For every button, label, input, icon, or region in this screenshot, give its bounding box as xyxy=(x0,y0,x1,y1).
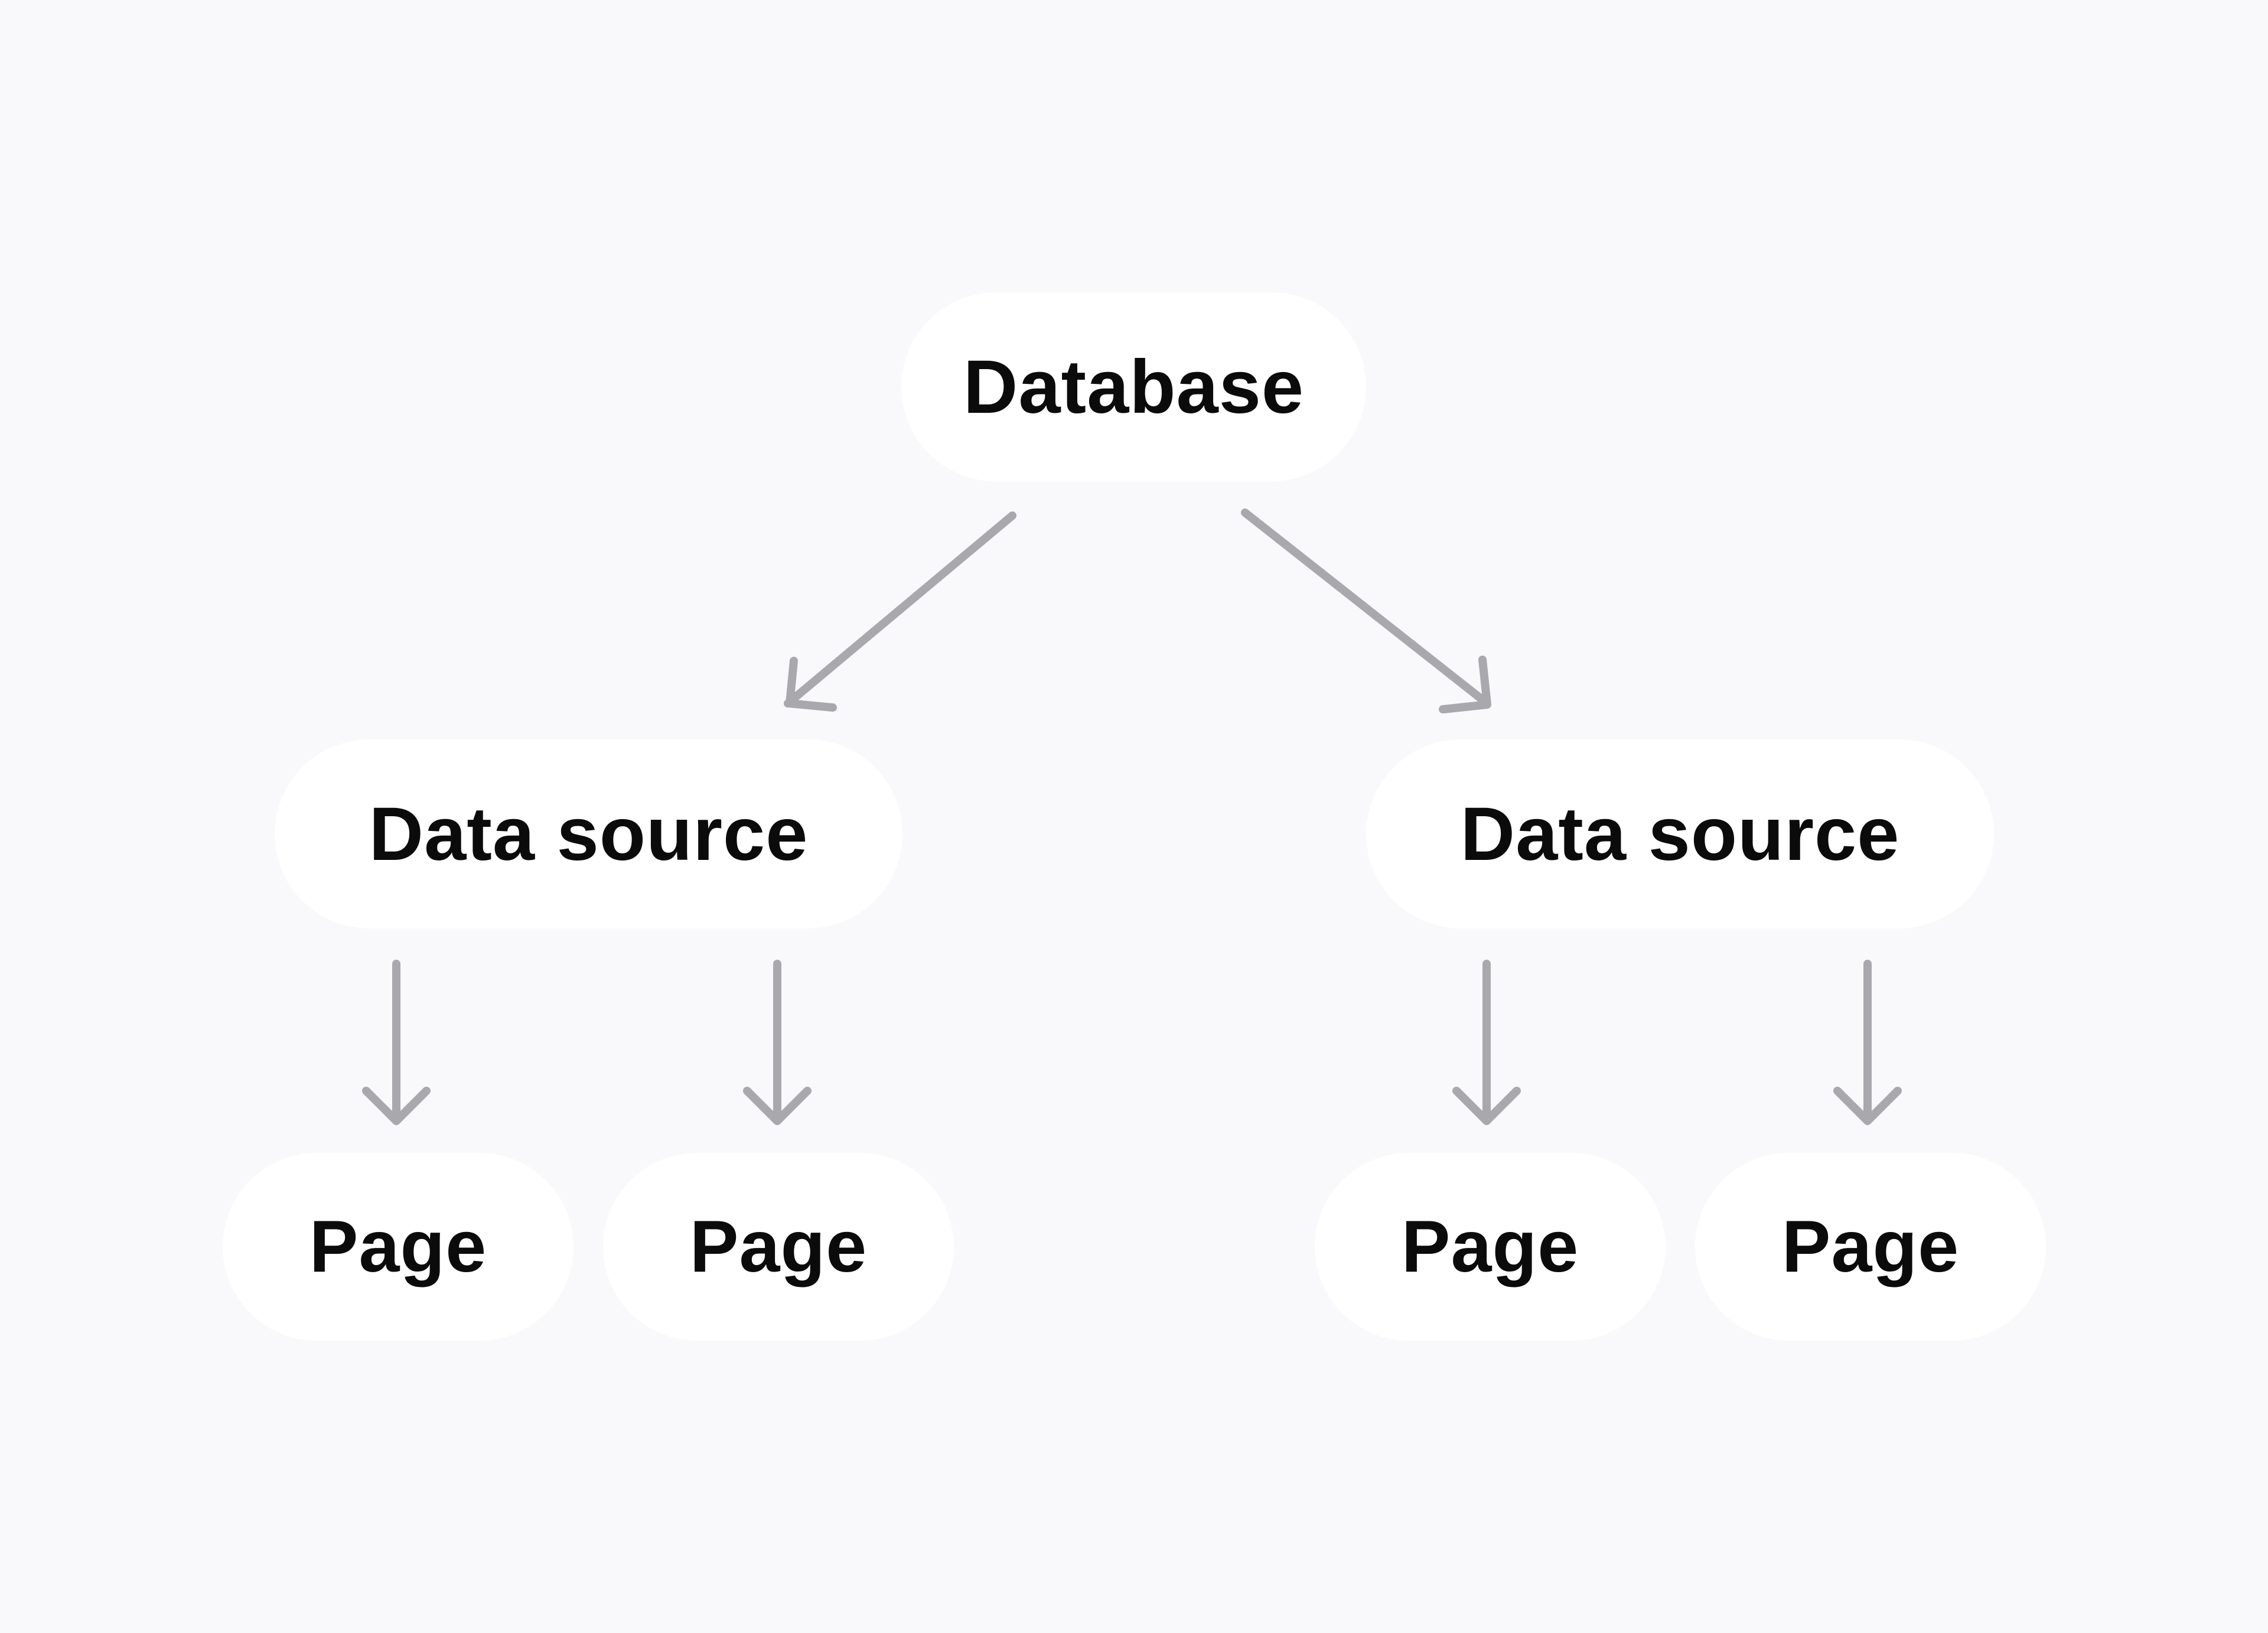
database-node: Database xyxy=(901,292,1366,481)
arrow-database-to-data-source-left xyxy=(784,511,1016,712)
arrow-data-source-right-to-page-3 xyxy=(1452,960,1521,1125)
page-node: Page xyxy=(223,1153,573,1341)
page-node: Page xyxy=(1695,1153,2046,1341)
arrow-data-source-left-to-page-2 xyxy=(743,960,812,1125)
page-node: Page xyxy=(1315,1153,1666,1341)
arrow-database-to-data-source-right xyxy=(1241,509,1491,713)
arrow-data-source-left-to-page-1 xyxy=(362,960,431,1125)
data-source-node-right: Data source xyxy=(1366,739,1994,928)
page-node: Page xyxy=(603,1153,954,1341)
arrow-data-source-right-to-page-4 xyxy=(1833,960,1902,1125)
data-source-node-left: Data source xyxy=(275,739,902,928)
